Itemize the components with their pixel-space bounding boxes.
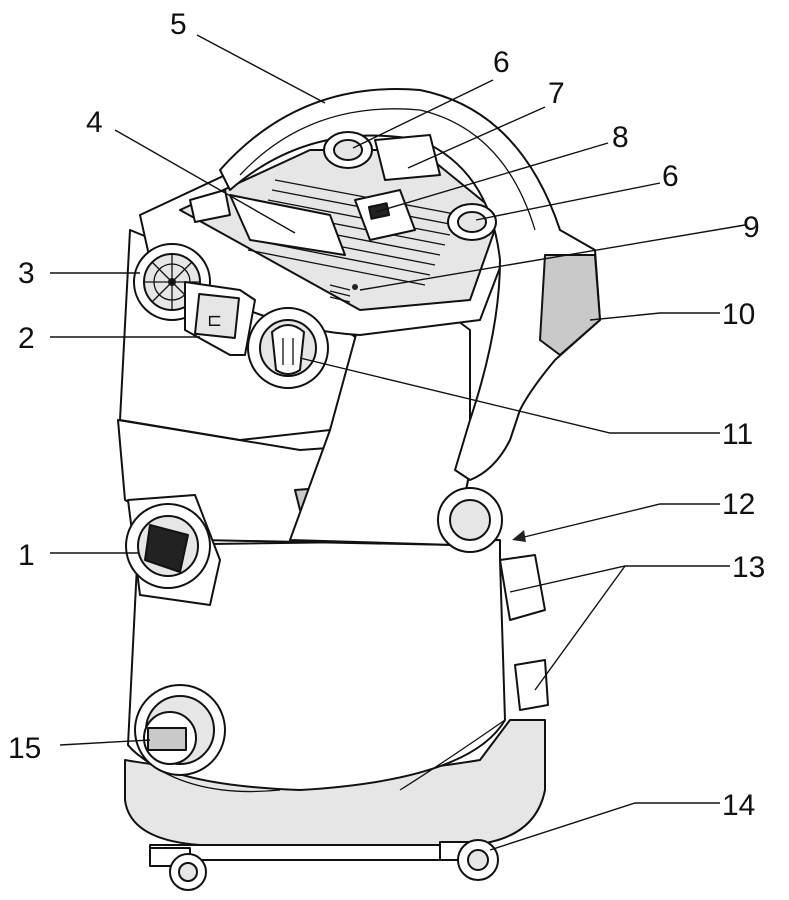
- callout-4: 4: [86, 106, 103, 139]
- callout-3: 3: [18, 257, 35, 290]
- power-socket: ⊏: [184, 281, 256, 356]
- top-controls: [323, 131, 497, 241]
- callout-2: 2: [18, 322, 35, 355]
- leader-5: [196, 34, 326, 104]
- callout-6b: 6: [662, 160, 679, 193]
- leader-13a: [509, 565, 730, 593]
- leader-11: [299, 357, 720, 434]
- callout-10: 10: [722, 298, 755, 331]
- drain-cap: [134, 684, 226, 776]
- leader-7: [407, 106, 546, 169]
- leader-8: [375, 142, 609, 213]
- callout-15: 15: [8, 732, 41, 765]
- callout-11: 11: [722, 418, 753, 451]
- callout-5: 5: [170, 8, 187, 41]
- accessory-holders: [499, 554, 549, 711]
- callout-13: 13: [732, 551, 765, 584]
- indicator-vent: [329, 284, 358, 303]
- callout-14: 14: [722, 789, 755, 822]
- svg-text:⊏: ⊏: [207, 310, 222, 331]
- leader-6b: [475, 182, 661, 221]
- callout-12: 12: [722, 488, 755, 521]
- callout-6a: 6: [493, 46, 510, 79]
- leader-15: [59, 739, 151, 746]
- leader-13b: [534, 565, 626, 691]
- suction-inlet: [125, 494, 221, 606]
- rotary-switch: [247, 307, 329, 389]
- callout-7: 7: [548, 77, 565, 110]
- hinge-knob: [437, 487, 503, 553]
- leader-14: [489, 802, 720, 851]
- callout-labels: 1 2 3 4 5 6 6 7 8 9 10 11 12 13 14 15: [8, 8, 765, 822]
- leader-lines: [50, 34, 746, 851]
- leader-10: [589, 312, 720, 321]
- carry-handle: [219, 88, 601, 481]
- leader-12: [519, 503, 720, 539]
- leader-6a: [352, 79, 494, 149]
- castor-wheels: [149, 839, 499, 891]
- leader-9: [359, 224, 746, 291]
- callout-8: 8: [612, 121, 629, 154]
- callout-1: 1: [18, 539, 35, 572]
- callout-9: 9: [743, 211, 760, 244]
- leader-4: [114, 129, 296, 234]
